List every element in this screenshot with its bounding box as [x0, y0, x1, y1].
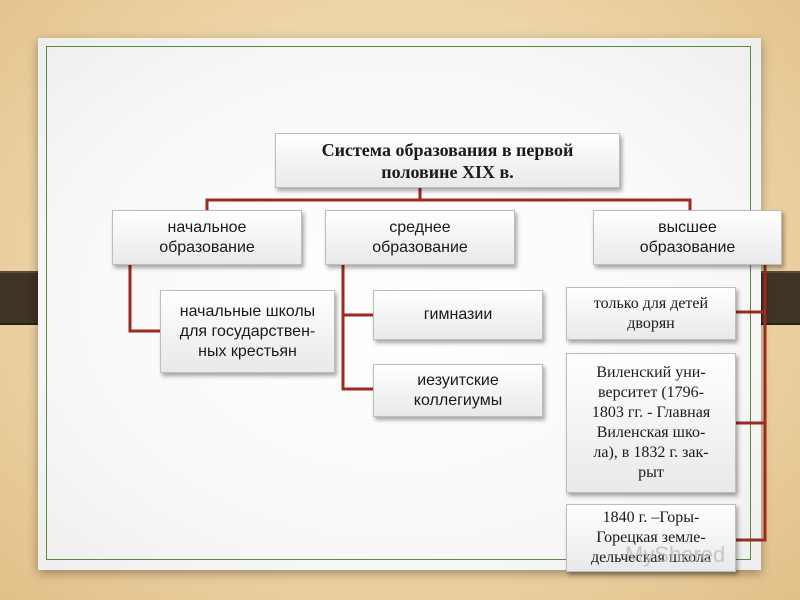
title-box: Система образования в первой половине XI…	[275, 133, 620, 188]
primary-item-text: начальные школы для государствен- ных кр…	[179, 302, 316, 360]
higher-item-box: Виленский уни- верситет (1796- 1803 гг. …	[566, 353, 736, 493]
higher-item-text: 1840 г. –Горы- Горецкая земле- дельческа…	[590, 509, 712, 566]
primary-item-box: начальные школы для государствен- ных кр…	[160, 290, 335, 373]
higher-item-box: только для детей дворян	[566, 287, 736, 340]
secondary-item-text: иезуитские коллегиумы	[413, 371, 503, 409]
secondary-item-box: гимназии	[373, 290, 543, 340]
category-secondary: среднее образование	[325, 210, 515, 265]
connector-secondary	[341, 265, 373, 391]
category-secondary-label: среднее образование	[372, 218, 468, 256]
higher-item-box: 1840 г. –Горы- Горецкая земле- дельческа…	[566, 504, 736, 572]
watermark: MyShared	[625, 542, 726, 567]
connector-higher	[736, 265, 767, 542]
higher-item-text: только для детей дворян	[593, 294, 709, 332]
connector-primary	[128, 265, 160, 333]
category-higher-label: высшее образование	[639, 218, 736, 256]
title-text: Система образования в первой половине XI…	[321, 139, 574, 182]
secondary-item-box: иезуитские коллегиумы	[373, 364, 543, 417]
category-primary: начальное образование	[112, 210, 302, 265]
slide-frame	[46, 46, 751, 560]
category-primary-label: начальное образование	[159, 218, 255, 256]
connector-title-trunk	[205, 198, 692, 210]
higher-item-text: Виленский уни- верситет (1796- 1803 гг. …	[591, 364, 711, 481]
secondary-item-text: гимназии	[423, 306, 493, 323]
category-higher: высшее образование	[593, 210, 782, 265]
